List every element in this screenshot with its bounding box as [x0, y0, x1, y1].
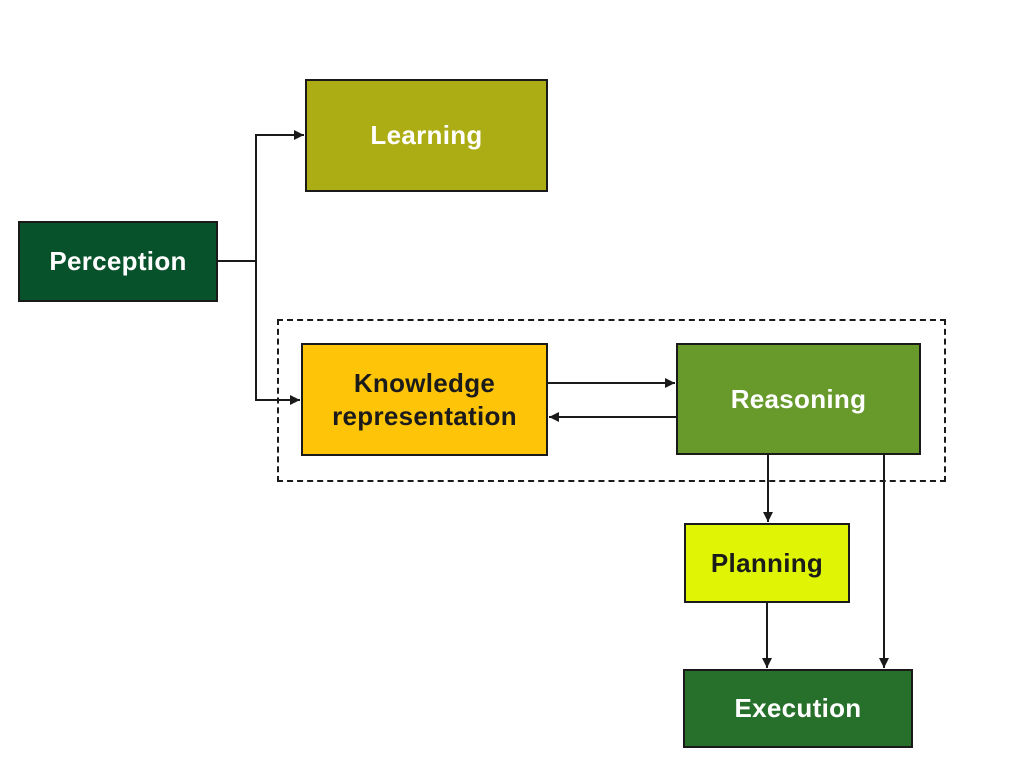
edge-perception-to-learning — [255, 130, 304, 261]
node-reasoning-label: Reasoning — [730, 383, 867, 414]
node-perception: Perception — [18, 221, 218, 302]
node-knowledge-representation: Knowledge representation — [301, 343, 548, 456]
node-execution-label: Execution — [734, 693, 862, 724]
node-learning-label: Learning — [370, 120, 483, 151]
node-execution: Execution — [683, 669, 913, 748]
node-learning: Learning — [305, 79, 548, 192]
edge-perception-to-knowledge — [255, 261, 300, 405]
node-planning: Planning — [684, 523, 850, 603]
node-planning-label: Planning — [710, 547, 824, 578]
node-knowledge-representation-label: Knowledge representation — [332, 368, 517, 431]
node-reasoning: Reasoning — [676, 343, 921, 455]
node-perception-label: Perception — [49, 246, 187, 277]
